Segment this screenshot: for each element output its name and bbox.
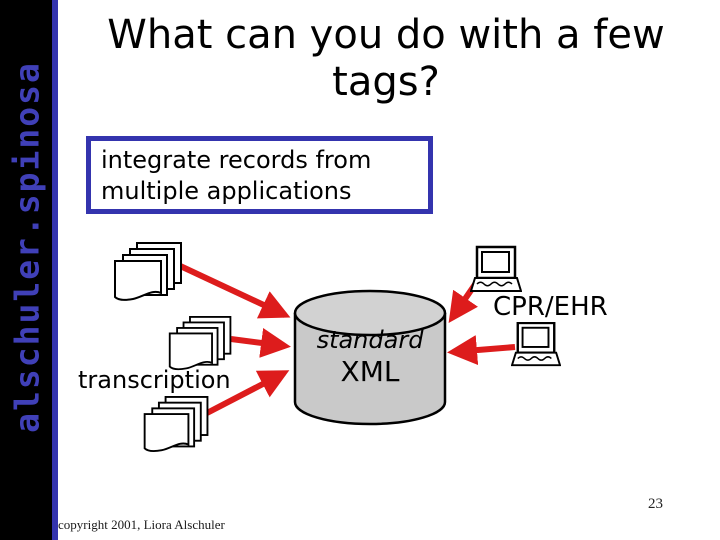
slide-title: What can you do with a few tags?	[58, 12, 714, 106]
slide-title-line2: tags?	[332, 58, 440, 105]
cpr-ehr-label: CPR/EHR	[493, 292, 608, 322]
accent-divider-bar	[52, 0, 58, 540]
document-stack-icon	[168, 316, 232, 371]
callout-box: integrate records from multiple applicat…	[86, 136, 433, 214]
database-cylinder-icon: standard XML	[292, 288, 448, 428]
brand-sidebar: alschuler.spinosa	[0, 0, 52, 540]
transcription-label: transcription	[78, 366, 231, 394]
page-number: 23	[648, 496, 663, 512]
document-stack-icon	[114, 242, 182, 301]
brand-vertical-text: alschuler.spinosa	[7, 61, 47, 433]
slide-title-line1: What can you do with a few	[107, 12, 665, 58]
arrow-docs1-to-xml	[174, 261, 291, 319]
computer-icon	[470, 245, 522, 292]
database-cylinder-shape	[293, 289, 447, 426]
callout-line1: integrate records from	[101, 146, 372, 174]
copyright-text: copyright 2001, Liora Alschuler	[58, 517, 225, 532]
cylinder-label-line2: XML	[340, 354, 400, 388]
computer-icon	[511, 322, 561, 367]
cylinder-label-line1: standard	[316, 326, 424, 354]
document-stack-icon	[143, 396, 209, 452]
arrow-computer2-to-xml	[447, 335, 516, 366]
callout-line2: multiple applications	[101, 177, 352, 206]
cylinder-label: standard XML	[292, 326, 448, 388]
arrow-docs2-to-xml	[230, 328, 291, 358]
